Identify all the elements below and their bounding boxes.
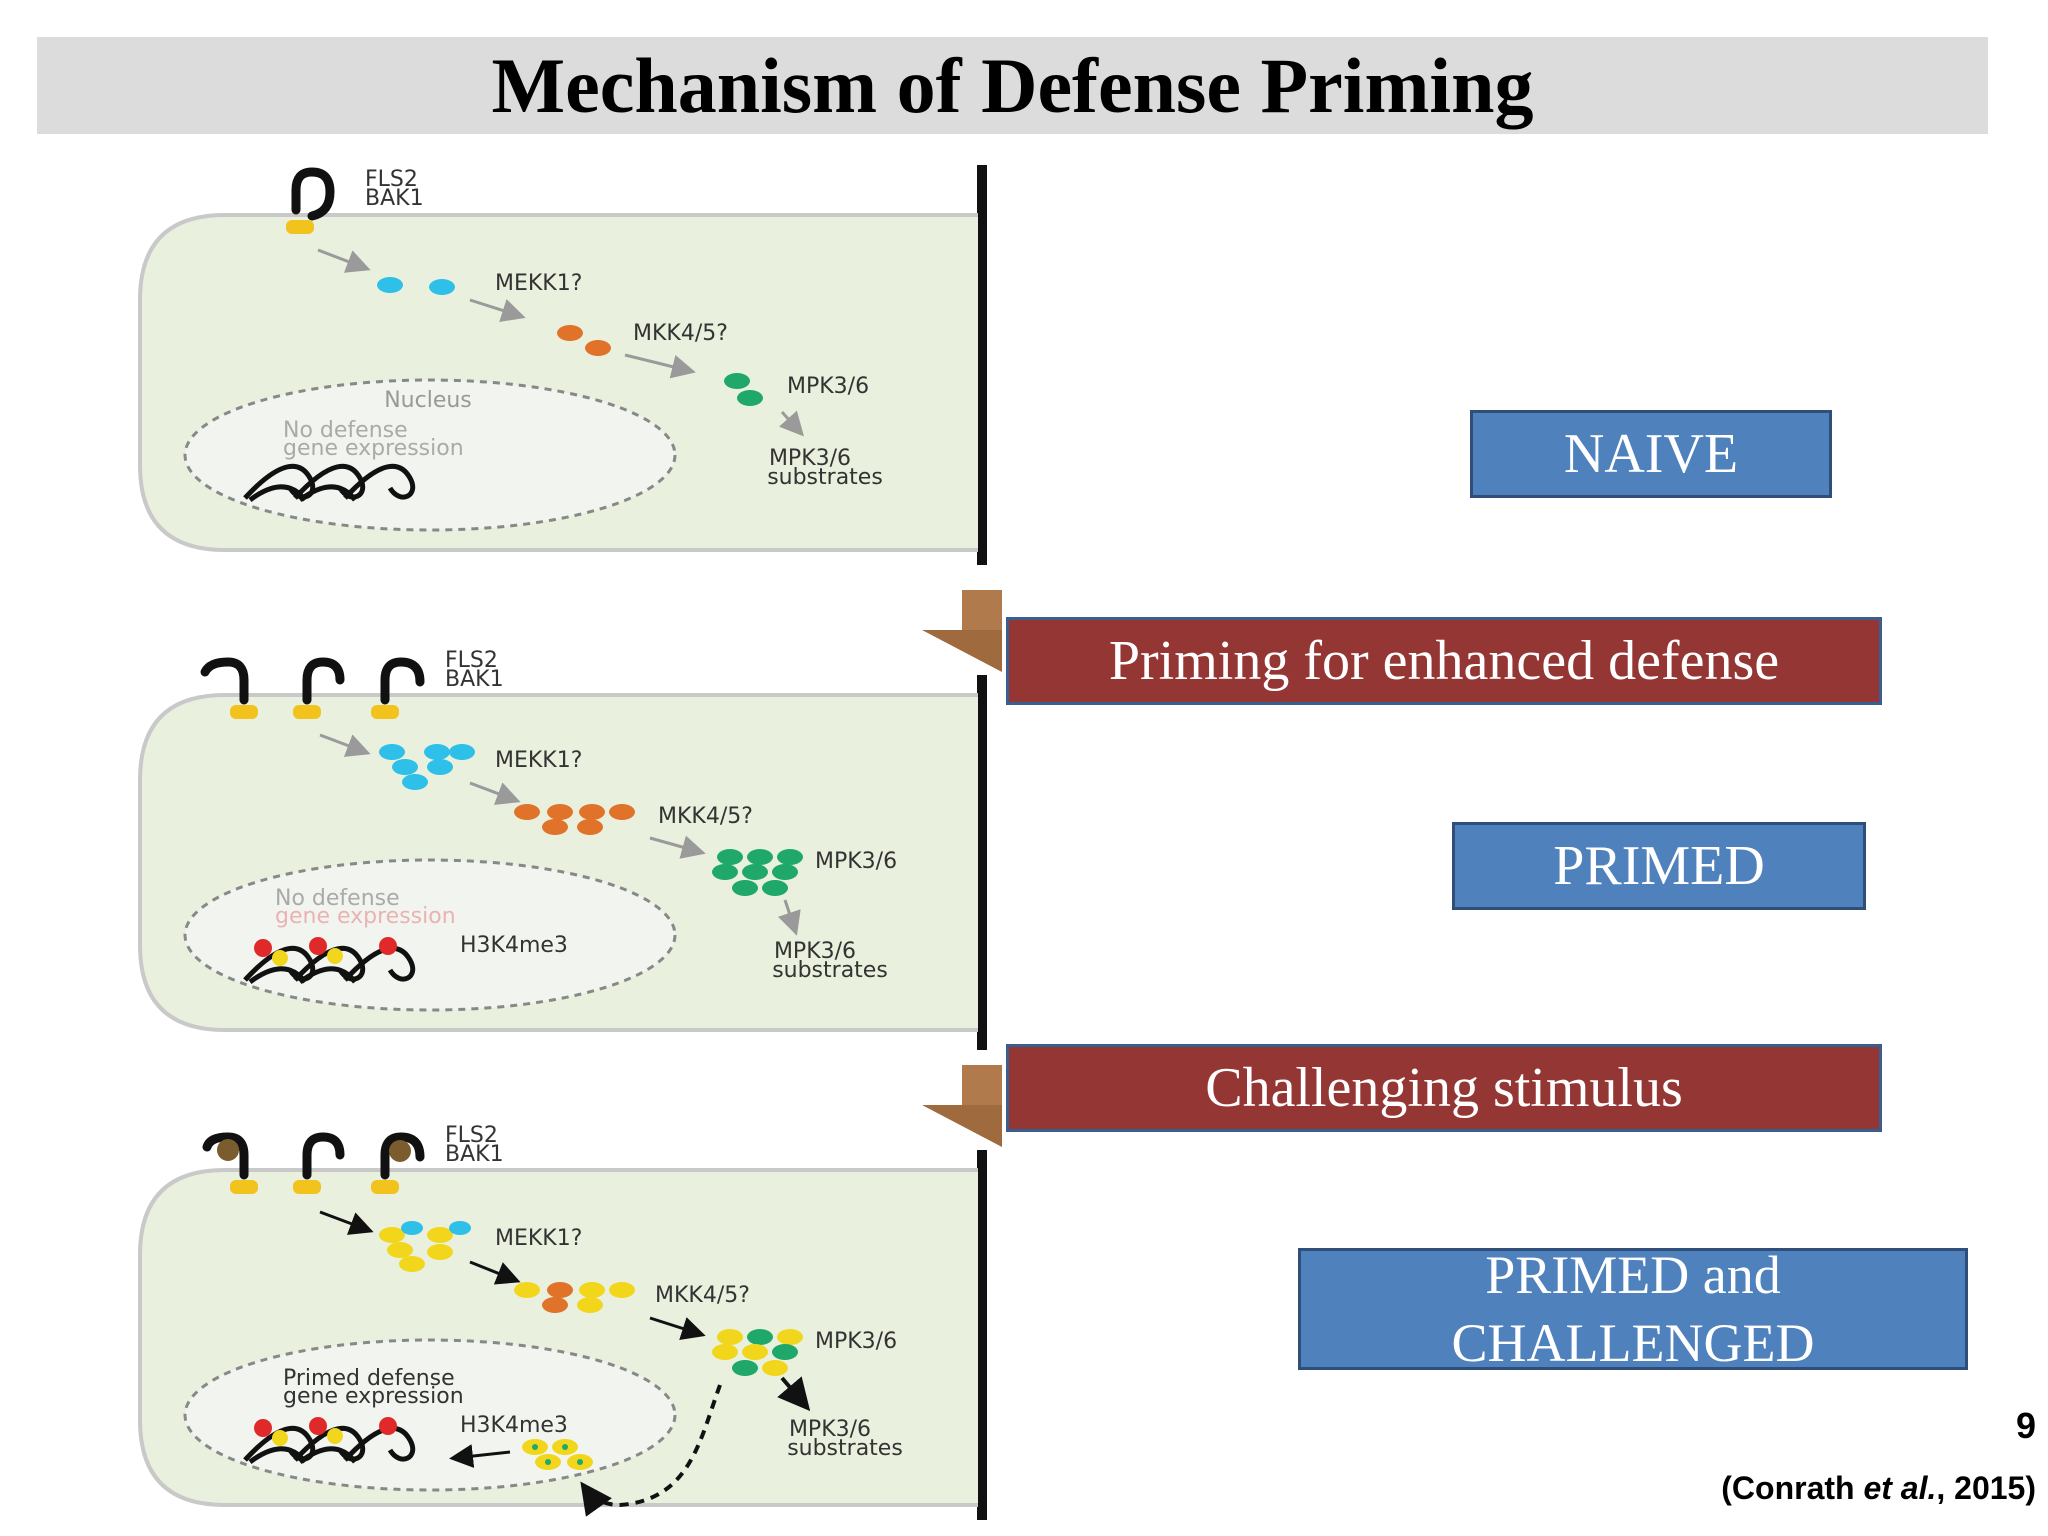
mpk-3 [712,1329,803,1376]
title-bar: Mechanism of Defense Priming [37,37,1988,134]
gene-text-3b: gene expression [283,1384,464,1409]
mpk-label-2: MPK3/6 [815,849,897,874]
challenging-box: Challenging stimulus [1006,1044,1882,1132]
mkk-label-2: MKK4/5? [658,804,753,829]
primed-challenged-line1: PRIMED and [1485,1245,1781,1305]
mkk-3 [514,1282,635,1313]
receptor-2c [371,657,425,719]
naive-box: NAIVE [1470,410,1832,498]
primed-challenged-box: PRIMED and CHALLENGED [1298,1245,1968,1373]
mekk-2 [379,744,475,790]
receptor-2b [293,657,345,719]
mkk-2 [514,804,635,835]
receptor-2a [200,657,258,719]
page-number: 9 [2015,1405,2036,1446]
receptor-label-2a: FLS2 [445,648,498,673]
mekk-3 [379,1221,471,1272]
panel-primed-challenged: FLS2 BAK1 MEKK1? MKK4/5? MPK3/6 MPK3/6 s… [138,1123,978,1517]
mpk-2 [712,849,803,896]
substrates-label-2b: substrates [772,958,888,983]
receptor-3b [293,1132,345,1194]
mpk-label-1: MPK3/6 [787,374,869,399]
transition-arrow-2 [922,1065,1002,1147]
substrates-label-3a: MPK3/6 [789,1417,871,1442]
priming-box: Priming for enhanced defense [1006,617,1882,705]
citation: (Conrath et al., 2015) [1721,1470,2036,1507]
receptor-label-3a: FLS2 [445,1123,498,1148]
panel-primed: FLS2 BAK1 MEKK1? MKK4/5? MPK3/6 MPK3/6 s… [138,648,978,1032]
feedback-arrow-3 [580,1384,722,1517]
mkk-label-1: MKK4/5? [633,321,728,346]
substrates-label-1b: substrates [767,465,883,490]
transition-arrow-1 [922,590,1002,672]
chromatin-3 [243,1417,415,1465]
membrane-line-1 [977,165,987,565]
citation-suffix: , 2015) [1936,1470,2036,1506]
gene-text-2a: No defense [275,886,400,911]
receptor-3c [371,1132,425,1194]
substrates-label-1a: MPK3/6 [769,446,851,471]
substrates-label-2a: MPK3/6 [774,939,856,964]
primed-challenged-line2: CHALLENGED [1451,1313,1815,1373]
mpk-label-3: MPK3/6 [815,1329,897,1354]
primed-box: PRIMED [1452,822,1866,910]
receptor-label-2b: BAK1 [445,667,504,692]
primed-factors-3 [522,1439,593,1470]
citation-etal: et al. [1863,1470,1937,1506]
gene-text-2b: gene expression [275,904,456,929]
receptor-3a [202,1132,258,1194]
mekk-1 [377,277,455,295]
histone-label-3: H3K4me3 [460,1413,568,1438]
mkk-1 [557,325,611,356]
nucleus-3 [183,1338,677,1492]
chromatin-2 [243,937,415,985]
mpk-1 [724,373,763,406]
substrates-label-3b: substrates [787,1436,903,1461]
mekk-label-3: MEKK1? [495,1226,582,1251]
gene-text-1b: gene expression [283,436,464,461]
gene-text-3a: Primed defense [283,1366,455,1391]
membrane-line-2 [977,675,987,1050]
mkk-label-3: MKK4/5? [655,1283,750,1308]
nucleus-label-1: Nucleus [384,388,472,413]
receptor-label-1a: FLS2 [365,167,418,192]
gene-text-1a: No defense [283,418,408,443]
receptor-1 [286,167,335,234]
mekk-label-2: MEKK1? [495,748,582,773]
membrane-line-3 [977,1150,987,1520]
chromatin-1 [243,463,415,503]
citation-prefix: (Conrath [1721,1470,1864,1506]
panel-naive: FLS2 BAK1 MEKK1? MKK4/5? MPK3/6 MPK3/6 s… [138,167,978,552]
nucleus-2 [183,858,677,1012]
receptor-label-1b: BAK1 [365,186,424,211]
histone-label-2: H3K4me3 [460,933,568,958]
mekk-label-1: MEKK1? [495,271,582,296]
slide-title: Mechanism of Defense Priming [491,41,1534,129]
receptor-label-3b: BAK1 [445,1142,504,1167]
